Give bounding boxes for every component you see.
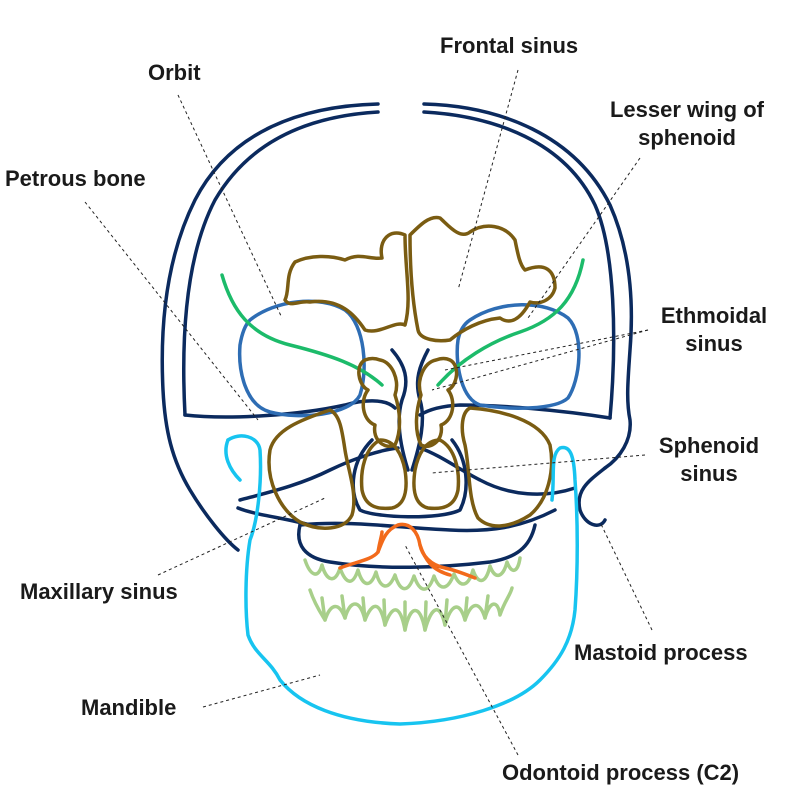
label-maxillary-sinus: Maxillary sinus: [20, 579, 178, 604]
label-mandible: Mandible: [81, 695, 176, 720]
frontal-sinus-left: [283, 231, 410, 333]
lower-teeth-roots: [320, 594, 490, 632]
label-mastoid-process: Mastoid process: [574, 640, 748, 665]
label-ethmoidal-line1: Ethmoidal: [661, 303, 767, 328]
orbits: [237, 299, 581, 418]
leader-odontoid: [404, 544, 519, 756]
lesser-wing-right: [436, 258, 585, 387]
maxillary-sinus-right: [460, 406, 554, 528]
sinuses: [267, 215, 557, 530]
label-frontal-sinus: Frontal sinus: [440, 33, 578, 58]
odontoid-process-shape: [338, 522, 477, 580]
mastoid-right: [577, 466, 607, 527]
label-orbit: Orbit: [148, 60, 201, 85]
maxillary-sinus-left: [267, 408, 356, 530]
sphenoid-sinus-left: [359, 438, 408, 511]
label-lesser-wing-line1: Lesser wing of: [610, 97, 765, 122]
frontal-sinus-right: [408, 215, 557, 343]
odontoid-process: [338, 522, 477, 580]
leader-petrous-bone: [84, 201, 259, 421]
mandible-outline: [226, 434, 579, 726]
ramus-left: [224, 438, 242, 482]
odontoid-process-inner: [376, 530, 452, 577]
lower-teeth: [308, 586, 514, 632]
label-petrous-bone: Petrous bone: [5, 166, 146, 191]
cranium-inner-right: [422, 110, 616, 420]
cranium-inner: [182, 110, 380, 417]
leader-orbit: [177, 94, 283, 319]
label-ethmoidal-line2: sinus: [685, 331, 742, 356]
labels: Frontal sinus Orbit Lesser wing of sphen…: [5, 33, 767, 785]
mandible: [224, 434, 579, 726]
cheekbone-right: [418, 446, 577, 496]
orbit-right: [455, 303, 581, 410]
label-odontoid-process: Odontoid process (C2): [502, 760, 739, 785]
leader-maxillary: [157, 497, 326, 576]
upper-jaw: [297, 523, 537, 570]
label-sphenoid-line2: sinus: [680, 461, 737, 486]
label-lesser-wing-line2: sphenoid: [638, 125, 736, 150]
leader-lines: [84, 69, 653, 756]
cranium-outer: [160, 102, 380, 552]
label-sphenoid-line1: Sphenoid: [659, 433, 759, 458]
leader-mandible: [202, 674, 321, 708]
ethmoidal-sinus-right: [414, 356, 459, 448]
orbit-left: [237, 299, 366, 418]
leader-frontal-sinus: [457, 69, 519, 291]
leader-mastoid: [599, 521, 653, 631]
cheekbone-left: [238, 446, 400, 502]
orbit-floor-right: [418, 403, 612, 420]
leader-lesser-wing: [527, 157, 641, 319]
leader-ethmoidal-2: [431, 329, 649, 391]
skull-outline: [160, 102, 634, 570]
sphenoid-sinus-right: [412, 438, 461, 511]
nasal-septum-left: [390, 348, 410, 472]
orbit-floor-left: [183, 399, 397, 419]
leader-ethmoidal-1: [444, 329, 649, 371]
nasal-cavity: [351, 438, 468, 519]
cranium-outer-right: [422, 102, 634, 470]
